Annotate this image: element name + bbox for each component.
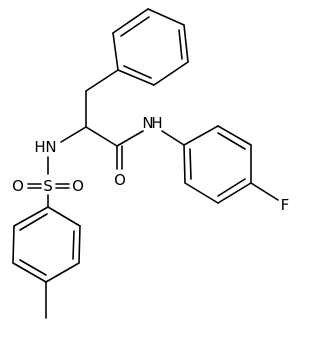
tolyl-ring bbox=[12, 206, 81, 319]
oxygen-right-label: O bbox=[72, 177, 84, 195]
bond-calpha-carbonyl bbox=[85, 126, 118, 147]
fluorophenyl-ring bbox=[183, 125, 279, 204]
amide-hydrogen-label: H bbox=[151, 114, 162, 132]
fluorine-label: F bbox=[281, 196, 290, 214]
benzyl-phenyl-ring bbox=[112, 8, 189, 86]
sulfonamide-group bbox=[27, 156, 70, 208]
sulfonamide-nitrogen-label: N bbox=[45, 138, 56, 156]
oxygen-left-label: O bbox=[12, 177, 24, 195]
carbonyl-oxygen-label: O bbox=[114, 171, 126, 189]
molecule-structure: N H H N S O O O F bbox=[12, 8, 289, 319]
sulfur-label: S bbox=[43, 177, 53, 195]
bond-ring-ch2 bbox=[85, 69, 119, 92]
bond-calpha-nh bbox=[60, 126, 87, 143]
sulfonamide-hydrogen-label: H bbox=[34, 138, 45, 156]
atom-labels: N H H N S O O O F bbox=[12, 114, 289, 214]
backbone-chain bbox=[60, 69, 185, 170]
amide-nitrogen-label: N bbox=[142, 114, 153, 132]
